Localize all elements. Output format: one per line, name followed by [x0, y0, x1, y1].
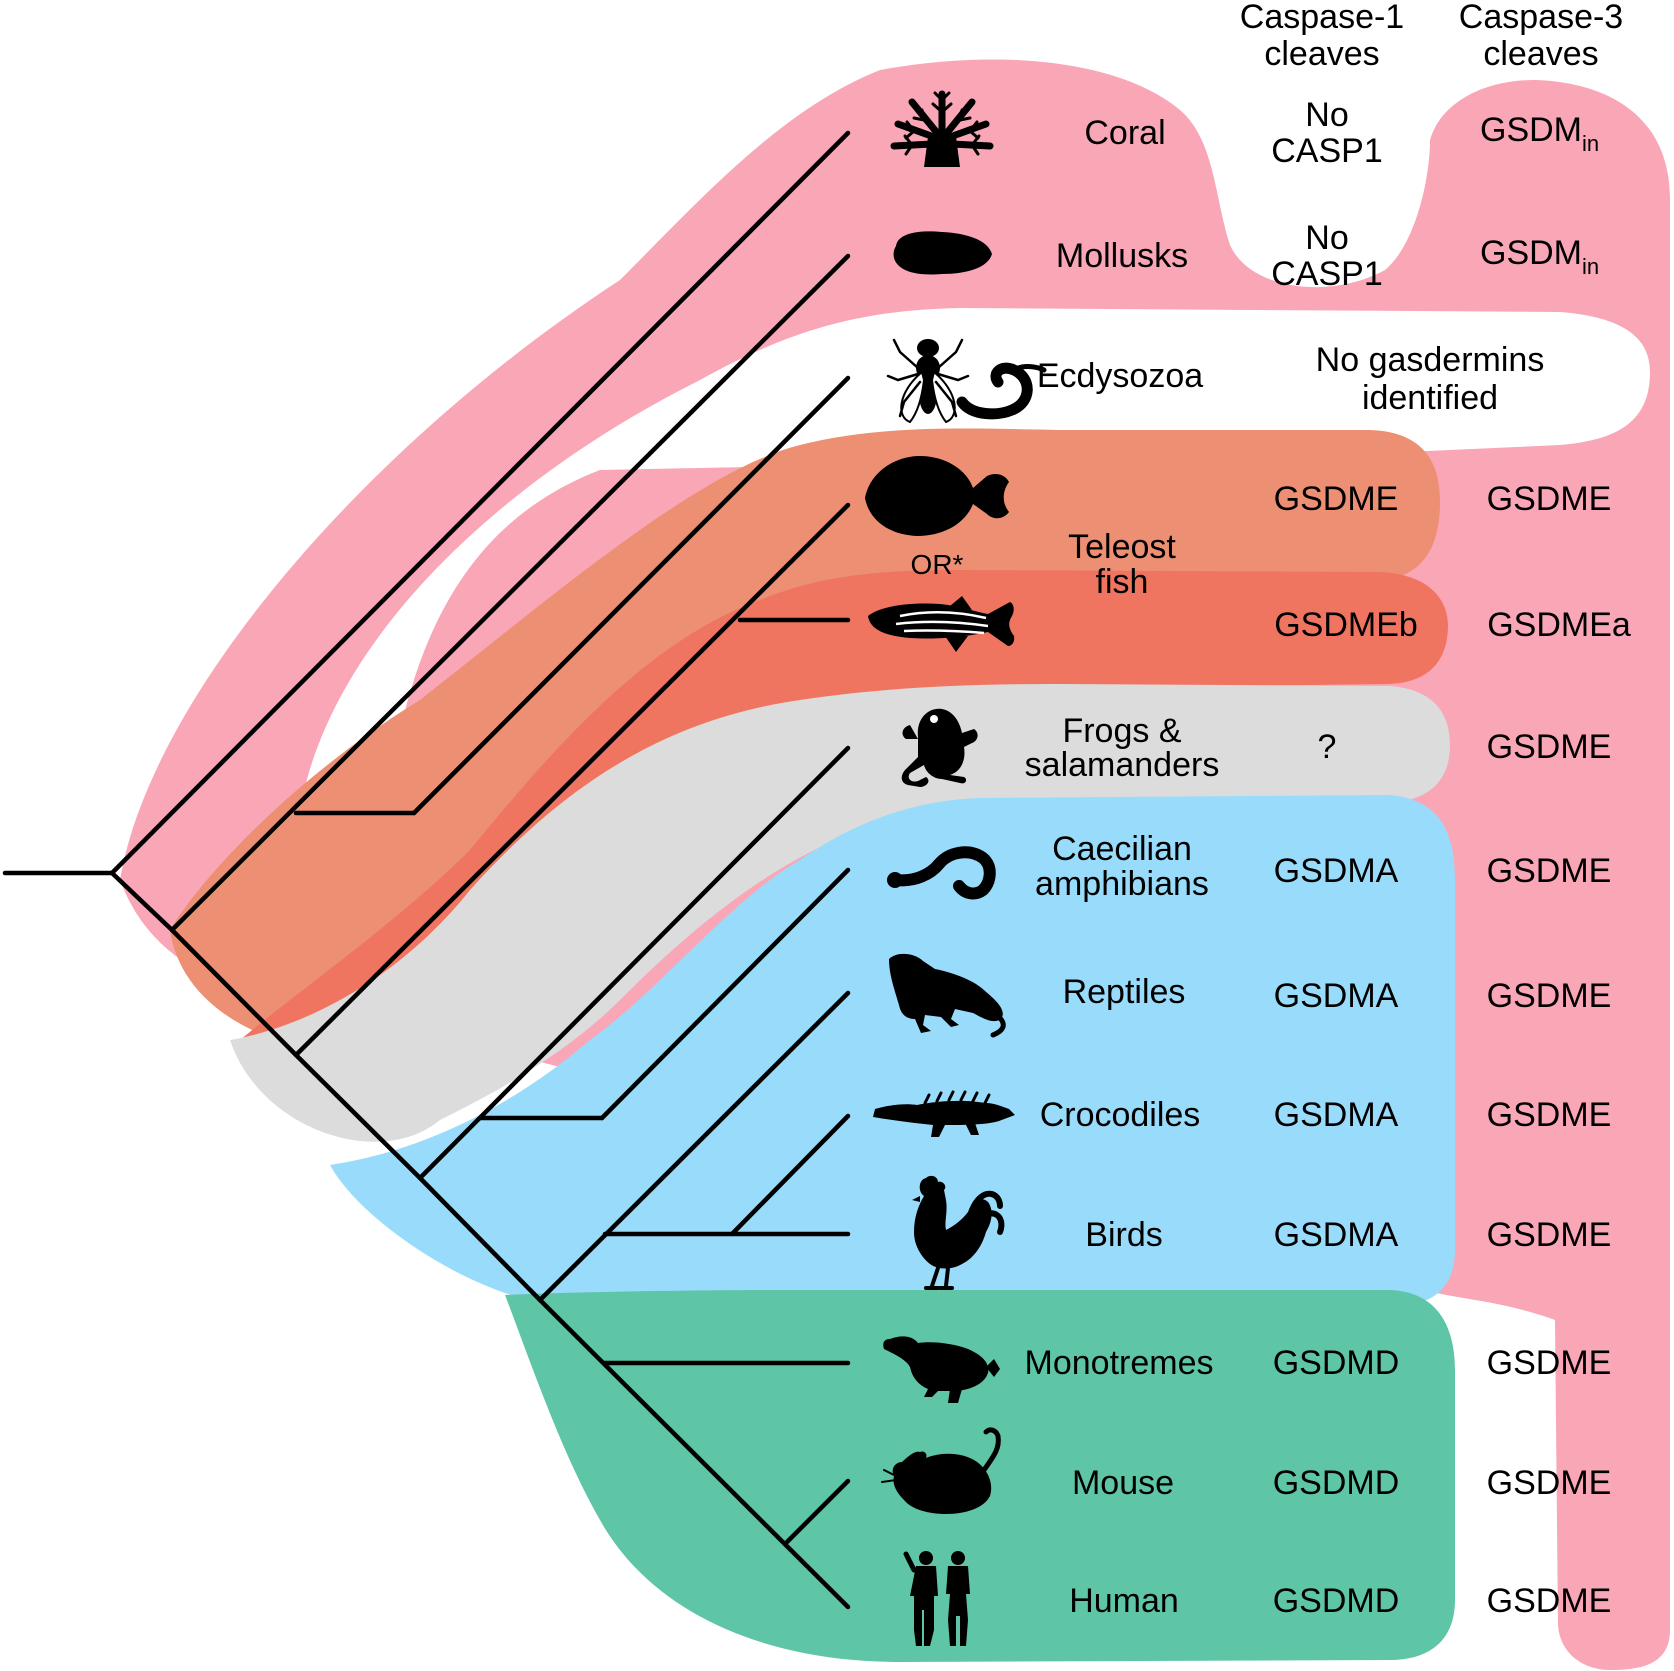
header-caspase1-line1: Caspase-1: [1240, 0, 1404, 36]
casp1-mouse: GSDMD: [1273, 1464, 1400, 1502]
label-frogs-line2: salamanders: [1025, 746, 1220, 784]
taxon-labels: Coral Mollusks Ecdysozoa Teleost fish OR…: [911, 114, 1220, 1620]
casp1-coral-line2: CASP1: [1271, 132, 1383, 170]
casp3-coral: GSDMin: [1480, 111, 1599, 156]
stem-mammals: [537, 1297, 851, 1610]
label-ecdysozoa: Ecdysozoa: [1037, 357, 1203, 395]
band-blue: [330, 795, 1455, 1306]
flatfish-icon: [865, 455, 1009, 536]
casp3-frogs: GSDME: [1487, 728, 1612, 766]
header-caspase1-line2: cleaves: [1264, 35, 1379, 73]
branch-mollusks: [169, 253, 851, 933]
mollusk-icon: [893, 231, 992, 275]
stem-batrachia-2: [599, 867, 851, 1121]
casp1-reptiles: GSDMA: [1274, 977, 1399, 1015]
label-mollusks: Mollusks: [1056, 237, 1188, 275]
casp1-frogs: ?: [1318, 728, 1337, 766]
branch-amphibians: [417, 745, 851, 1181]
label-crocodiles: Crocodiles: [1040, 1096, 1201, 1134]
casp1-zebrafish: GSDMEb: [1274, 606, 1418, 644]
stem-vertebrates: [169, 927, 299, 1058]
caspase3-column: GSDMin GSDMin GSDME GSDMEa GSDME GSDME G…: [1480, 111, 1631, 1620]
label-mouse: Mouse: [1072, 1464, 1174, 1502]
coral-icon: [890, 90, 994, 167]
fly-worm-icon: [886, 338, 1047, 424]
branch-teleosts: [293, 502, 851, 1058]
caecilian-icon: [887, 846, 996, 900]
casp1-human: GSDMD: [1273, 1582, 1400, 1620]
label-frogs-line1: Frogs &: [1062, 712, 1181, 750]
zebrafish-icon: [868, 596, 1015, 652]
stem-amniotes: [417, 1175, 543, 1303]
label-caecilian-line1: Caecilian: [1052, 830, 1192, 868]
branch-crocodiles: [729, 1113, 851, 1237]
casp3-monotremes: GSDME: [1487, 1344, 1612, 1382]
crocodile-icon: [873, 1090, 1015, 1137]
phylogenetic-tree: [2, 130, 851, 1610]
caspase1-column: No CASP1 No CASP1 No gasdermins identifi…: [1271, 96, 1544, 1620]
label-monotremes: Monotremes: [1025, 1344, 1214, 1382]
silhouettes: [865, 90, 1047, 1646]
casp1-mollusks-line2: CASP1: [1271, 255, 1383, 293]
header-caspase3-line1: Caspase-3: [1459, 0, 1623, 36]
human-icon: [903, 1551, 970, 1646]
label-caecilian-line2: amphibians: [1035, 865, 1209, 903]
casp1-flatfish: GSDME: [1274, 480, 1399, 518]
label-teleost-line2: fish: [1096, 563, 1149, 601]
band-white: [300, 308, 1650, 900]
mouse-icon: [881, 1427, 1001, 1514]
casp3-flatfish: GSDME: [1487, 480, 1612, 518]
label-or: OR*: [911, 549, 964, 580]
branch-reptiles: [537, 990, 851, 1303]
branch-coral: [109, 130, 851, 876]
branch-mouse: [782, 1478, 851, 1547]
stem-bilateria: [109, 870, 175, 933]
casp1-caecilians: GSDMA: [1274, 852, 1399, 890]
platypus-icon: [883, 1336, 1000, 1403]
frog-icon: [901, 708, 978, 787]
label-human: Human: [1069, 1582, 1179, 1620]
label-teleost-line1: Teleost: [1068, 528, 1176, 566]
label-coral: Coral: [1084, 114, 1165, 152]
ecdysozoa-note-line1: No gasdermins: [1316, 341, 1545, 379]
casp3-mollusks: GSDMin: [1480, 234, 1599, 279]
casp1-crocodiles: GSDMA: [1274, 1096, 1399, 1134]
header-caspase3-line2: cleaves: [1483, 35, 1598, 73]
lizard-icon: [889, 953, 1006, 1038]
casp3-caecilians: GSDME: [1487, 852, 1612, 890]
casp1-coral-line1: No: [1305, 96, 1348, 134]
casp3-human: GSDME: [1487, 1582, 1612, 1620]
casp1-birds: GSDMA: [1274, 1216, 1399, 1254]
rooster-icon: [912, 1175, 1005, 1290]
casp3-mouse: GSDME: [1487, 1464, 1612, 1502]
casp3-reptiles: GSDME: [1487, 977, 1612, 1015]
label-reptiles: Reptiles: [1063, 973, 1186, 1011]
casp3-birds: GSDME: [1487, 1216, 1612, 1254]
casp3-zebrafish: GSDMEa: [1487, 606, 1631, 644]
stem-tetrapods: [293, 1052, 423, 1181]
label-birds: Birds: [1085, 1216, 1162, 1254]
column-headers: Caspase-1 cleaves Caspase-3 cleaves: [1240, 0, 1623, 73]
color-bands: [120, 59, 1670, 1670]
ecdysozoa-note-line2: identified: [1362, 379, 1498, 417]
casp1-monotremes: GSDMD: [1273, 1344, 1400, 1382]
casp3-crocodiles: GSDME: [1487, 1096, 1612, 1134]
casp1-mollusks-line1: No: [1305, 219, 1348, 257]
stem-ecdysozoa-2: [411, 375, 851, 816]
